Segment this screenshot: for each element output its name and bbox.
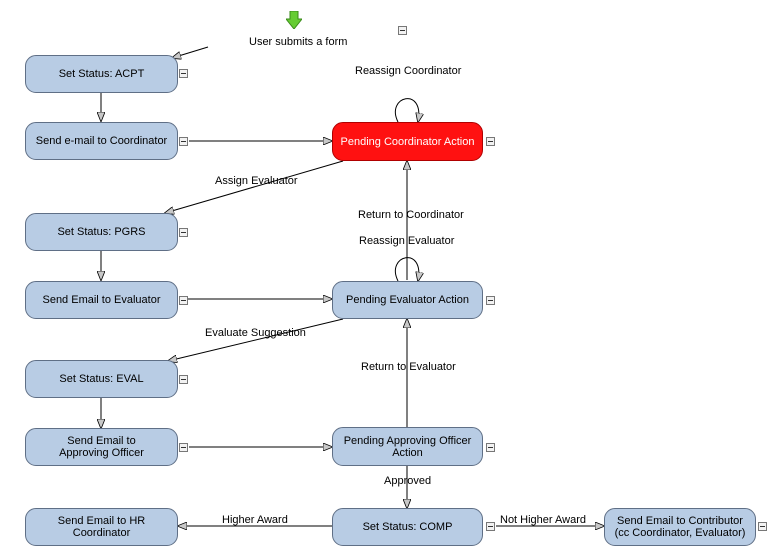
collapse-icon[interactable] bbox=[486, 296, 495, 305]
edge-label-return-to-coordinator: Return to Coordinator bbox=[358, 209, 464, 221]
collapse-icon[interactable] bbox=[179, 443, 188, 452]
edge-label-evaluate-suggestion: Evaluate Suggestion bbox=[205, 327, 306, 339]
node-set-status-acpt[interactable]: Set Status: ACPT bbox=[25, 55, 178, 93]
collapse-icon[interactable] bbox=[179, 296, 188, 305]
collapse-icon[interactable] bbox=[486, 522, 495, 531]
green-down-arrow-icon bbox=[286, 11, 302, 29]
node-pending-evaluator-action[interactable]: Pending Evaluator Action bbox=[332, 281, 483, 319]
collapse-icon[interactable] bbox=[758, 522, 767, 531]
edge-label-not-higher-award: Not Higher Award bbox=[500, 514, 587, 526]
node-set-status-comp[interactable]: Set Status: COMP bbox=[332, 508, 483, 546]
node-send-email-coordinator[interactable]: Send e-mail to Coordinator bbox=[25, 122, 178, 160]
collapse-icon[interactable] bbox=[179, 228, 188, 237]
edge-label-higher-award: Higher Award bbox=[222, 514, 288, 526]
node-send-email-approving-officer[interactable]: Send Email to Approving Officer bbox=[25, 428, 178, 466]
edge-reassign-evaluator-loop bbox=[395, 257, 418, 281]
node-send-email-evaluator[interactable]: Send Email to Evaluator bbox=[25, 281, 178, 319]
edge-start-to-acpt bbox=[172, 46, 209, 58]
edge-reassign-coordinator-loop bbox=[395, 98, 418, 122]
node-pending-approving-officer-action[interactable]: Pending Approving Officer Action bbox=[332, 427, 483, 466]
node-set-status-pgrs[interactable]: Set Status: PGRS bbox=[25, 213, 178, 251]
collapse-icon[interactable] bbox=[486, 137, 495, 146]
collapse-icon[interactable] bbox=[179, 375, 188, 384]
start-label: User submits a form bbox=[249, 36, 348, 48]
edge-label-return-to-evaluator: Return to Evaluator bbox=[361, 361, 456, 373]
edge-assign-evaluator bbox=[165, 160, 344, 213]
node-send-email-contributor[interactable]: Send Email to Contributor (cc Coordinato… bbox=[604, 508, 756, 546]
edge-label-reassign-coordinator: Reassign Coordinator bbox=[355, 65, 462, 77]
node-pending-coordinator-action[interactable]: Pending Coordinator Action bbox=[332, 122, 483, 161]
edge-evaluate-suggestion bbox=[168, 318, 344, 361]
collapse-icon[interactable] bbox=[398, 26, 407, 35]
node-set-status-eval[interactable]: Set Status: EVAL bbox=[25, 360, 178, 398]
edge-label-assign-evaluator: Assign Evaluator bbox=[215, 175, 298, 187]
edge-label-approved: Approved bbox=[384, 475, 432, 487]
collapse-icon[interactable] bbox=[179, 69, 188, 78]
collapse-icon[interactable] bbox=[179, 137, 188, 146]
node-send-email-hr-coordinator[interactable]: Send Email to HR Coordinator bbox=[25, 508, 178, 546]
collapse-icon[interactable] bbox=[486, 443, 495, 452]
edge-label-reassign-evaluator: Reassign Evaluator bbox=[359, 235, 455, 247]
